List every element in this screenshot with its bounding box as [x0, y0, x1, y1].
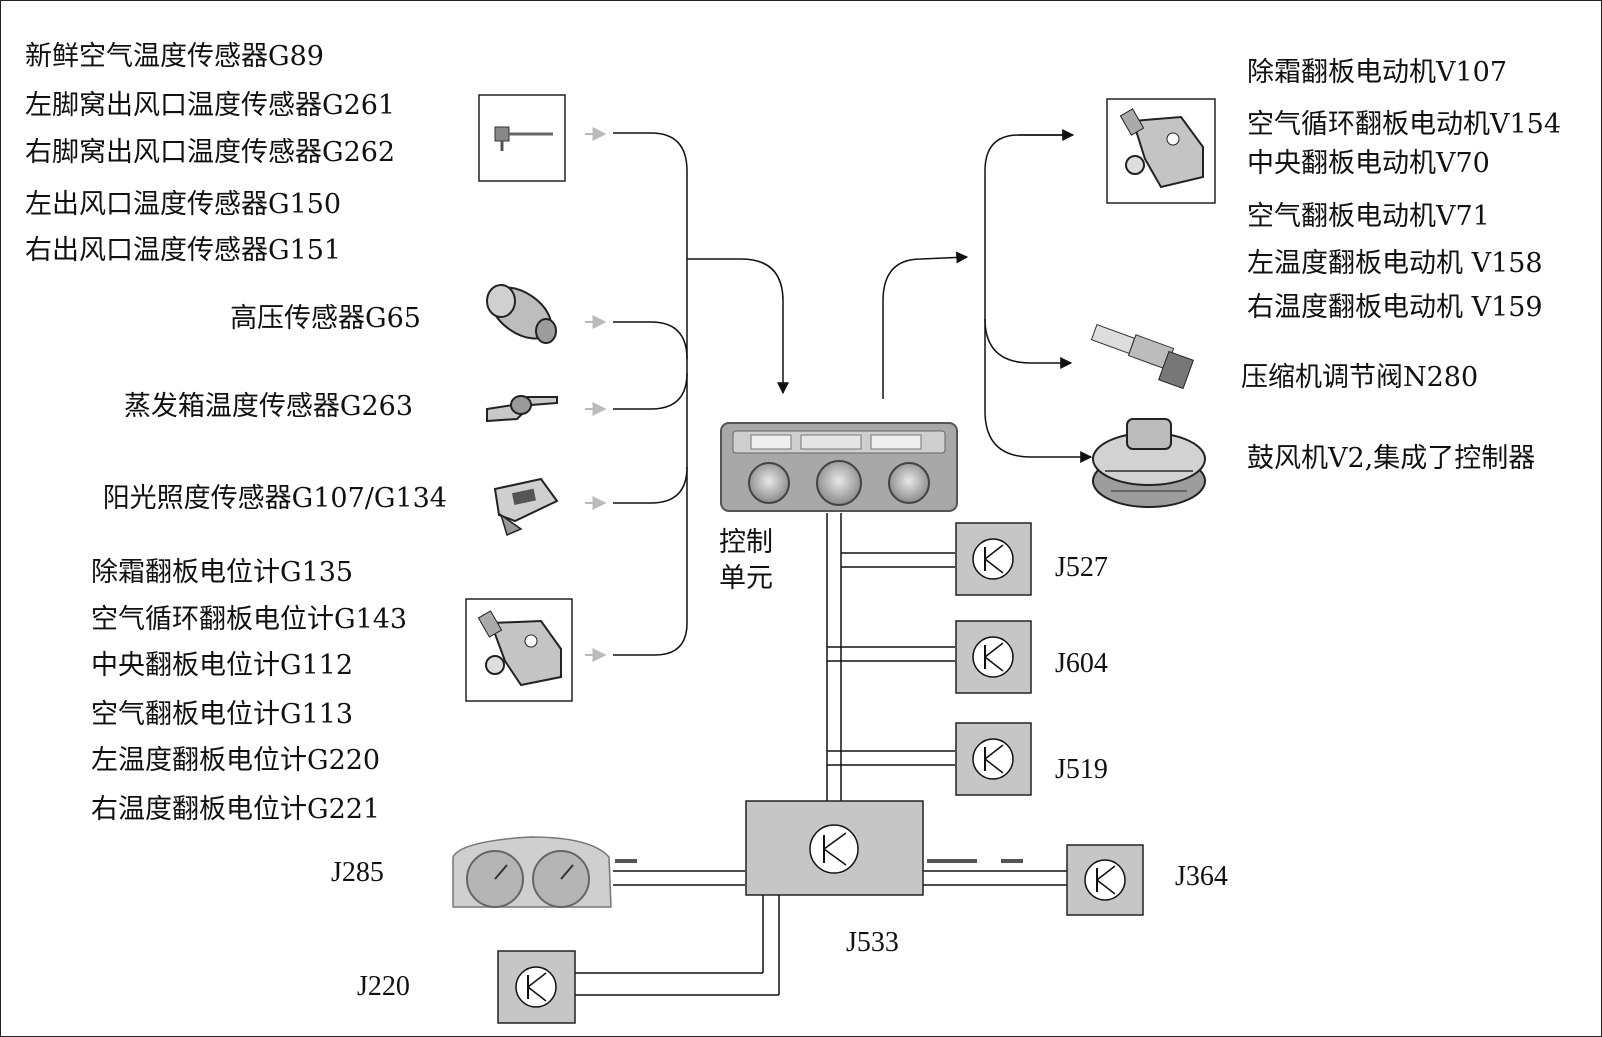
label-v2: 鼓风机V2,集成了控制器 [1247, 443, 1536, 474]
blower-fan-icon [1092, 418, 1206, 508]
label-n280: 压缩机调节阀N280 [1241, 362, 1479, 393]
instrument-cluster-icon [452, 836, 612, 908]
label-g151: 右出风口温度传感器G151 [25, 235, 342, 266]
label-g135: 除霜翻板电位计G135 [91, 557, 354, 588]
module-j527 [955, 522, 1032, 596]
label-g263: 蒸发箱温度传感器G263 [123, 391, 413, 422]
control-module-transistor-icon [1084, 859, 1126, 901]
label-g221: 右温度翻板电位计G221 [91, 794, 381, 825]
label-v107: 除霜翻板电动机V107 [1247, 57, 1508, 88]
temperature-sensor-icon [478, 94, 566, 182]
flap-motor-icon [1106, 98, 1216, 204]
label-j519: J519 [1055, 754, 1108, 785]
sunlight-sensor-icon [493, 477, 559, 537]
label-g89: 新鲜空气温度传感器G89 [25, 41, 324, 72]
output-signal-lines [882, 129, 1093, 463]
control-module-transistor-icon [972, 636, 1014, 678]
label-j533: J533 [846, 927, 899, 958]
module-j519 [955, 722, 1032, 796]
label-g113: 空气翻板电位计G113 [91, 699, 354, 730]
label-g220: 左温度翻板电位计G220 [91, 745, 381, 776]
control-unit-label-1: 控制 [719, 527, 773, 558]
control-module-transistor-icon [972, 738, 1014, 780]
label-g150: 左出风口温度传感器G150 [25, 189, 342, 220]
sensor-arrows [585, 127, 607, 662]
label-g262: 右脚窝出风口温度传感器G262 [25, 137, 396, 168]
label-g65: 高压传感器G65 [230, 303, 421, 334]
label-v154: 空气循环翻板电动机V154 [1247, 109, 1562, 140]
label-v70: 中央翻板电动机V70 [1247, 148, 1490, 179]
label-v159: 右温度翻板电动机 V159 [1247, 292, 1543, 323]
evaporator-sensor-icon [486, 395, 558, 423]
label-j364: J364 [1175, 861, 1228, 892]
label-v158: 左温度翻板电动机 V158 [1247, 248, 1543, 279]
label-j285: J285 [331, 857, 384, 888]
control-unit-label-2: 单元 [719, 563, 773, 594]
label-g107-g134: 阳光照度传感器G107/G134 [102, 483, 447, 514]
module-j604 [955, 620, 1032, 694]
input-signal-lines [613, 132, 789, 656]
label-g143: 空气循环翻板电位计G143 [91, 604, 408, 635]
label-j604: J604 [1055, 648, 1108, 679]
label-j220: J220 [357, 971, 410, 1002]
label-g112: 中央翻板电位计G112 [91, 650, 354, 681]
pressure-sensor-icon [486, 284, 557, 344]
climate-control-panel [720, 422, 958, 512]
module-j533 [745, 800, 924, 896]
bus-labels [615, 859, 1023, 863]
label-v71: 空气翻板电动机V71 [1247, 201, 1490, 232]
control-module-transistor-icon [515, 966, 557, 1008]
label-j527: J527 [1055, 552, 1108, 583]
control-module-transistor-icon [809, 824, 859, 874]
module-j220 [497, 950, 576, 1024]
can-bus-lines [575, 513, 1067, 996]
module-j364 [1066, 844, 1144, 916]
compressor-valve-icon [1090, 324, 1194, 390]
flap-potentiometer-icon [465, 598, 573, 702]
control-module-transistor-icon [972, 538, 1014, 580]
label-g261: 左脚窝出风口温度传感器G261 [25, 90, 396, 121]
